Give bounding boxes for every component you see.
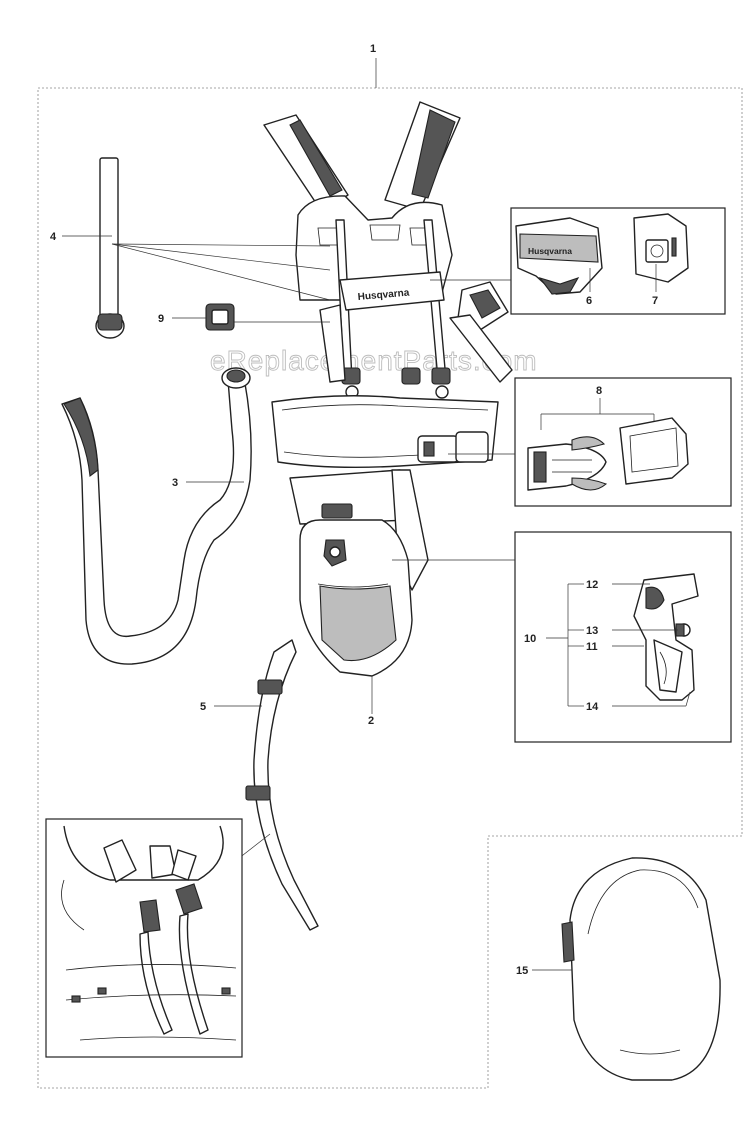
part-9-slider-buckle bbox=[205, 303, 235, 331]
part-8-buckle bbox=[527, 417, 689, 491]
part-15-cover-bag bbox=[561, 857, 721, 1081]
callout-3: 3 bbox=[172, 477, 178, 489]
part-5-curved-strap bbox=[245, 639, 319, 931]
callout-11: 11 bbox=[586, 641, 598, 653]
part-10-hook-assembly bbox=[633, 573, 699, 701]
callout-8: 8 bbox=[596, 385, 602, 397]
callout-2: 2 bbox=[368, 715, 374, 727]
part-6-logo-pad: Husqvarna bbox=[515, 217, 603, 295]
callout-14: 14 bbox=[586, 701, 599, 713]
callout-13: 13 bbox=[586, 625, 598, 637]
callout-5: 5 bbox=[200, 701, 206, 713]
brand-label-harness: Husqvarna bbox=[357, 287, 410, 303]
callout-12: 12 bbox=[586, 579, 598, 591]
brand-label-pad: Husqvarna bbox=[528, 246, 572, 256]
part-3-pad-strip bbox=[61, 367, 252, 665]
harness-assembly: Husqvarna bbox=[263, 101, 513, 677]
box-parts-10-14 bbox=[514, 531, 732, 743]
part-4-small-strap bbox=[95, 157, 125, 339]
callout-15: 15 bbox=[516, 965, 528, 977]
callout-10: 10 bbox=[524, 633, 536, 645]
callout-7: 7 bbox=[652, 295, 658, 307]
part-7-side-pad bbox=[633, 213, 689, 283]
callout-1: 1 bbox=[370, 43, 376, 55]
inset-detail-drawing bbox=[61, 825, 237, 1041]
callout-6: 6 bbox=[586, 295, 592, 307]
callout-4: 4 bbox=[50, 231, 57, 243]
callout-9: 9 bbox=[158, 313, 164, 325]
assembly-frame bbox=[37, 87, 743, 1089]
